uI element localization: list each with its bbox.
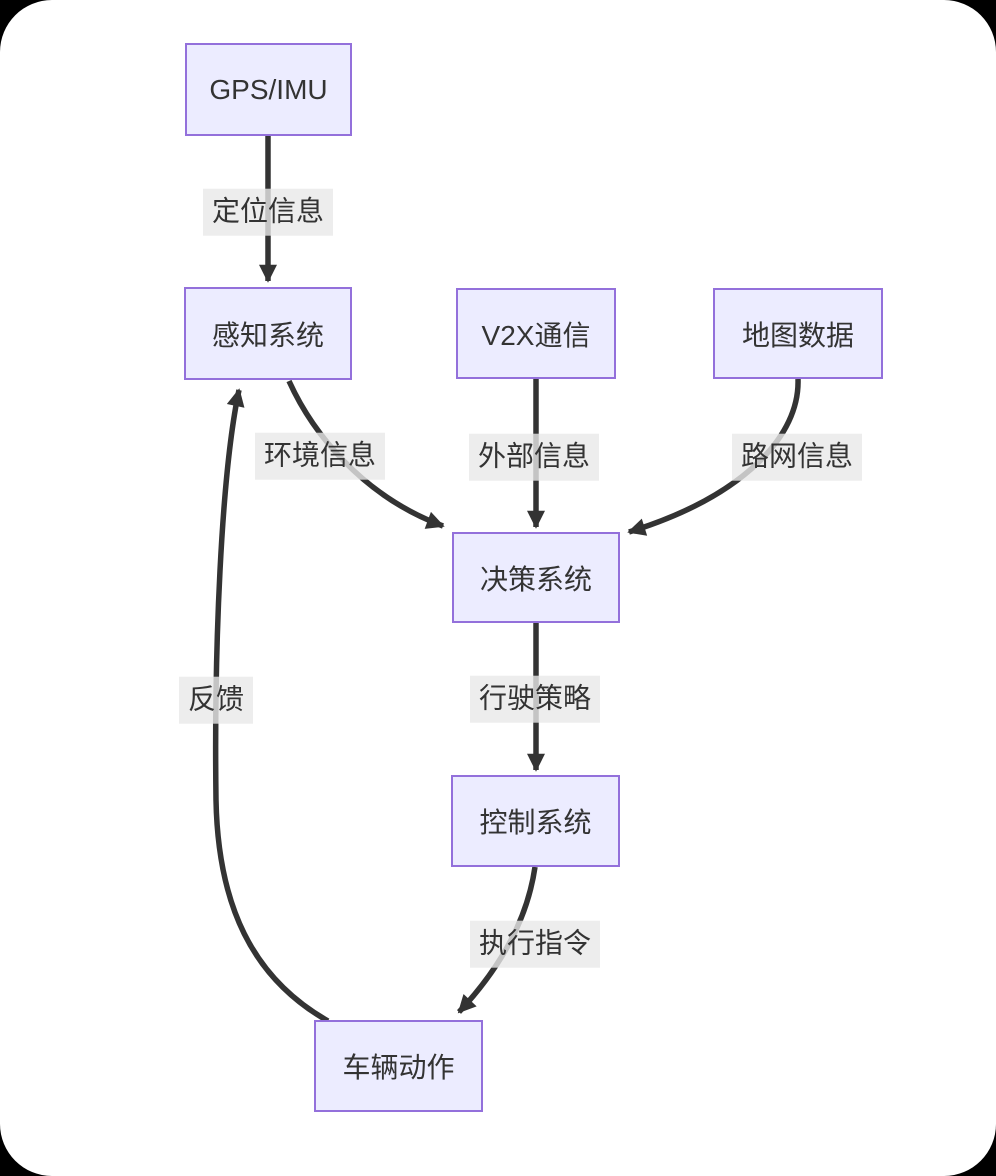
edge-label-environment-info: 环境信息 bbox=[254, 432, 386, 480]
node-label-map-data: 地图数据 bbox=[741, 319, 854, 351]
node-map-data: 地图数据 bbox=[713, 288, 883, 379]
node-control: 控制系统 bbox=[451, 775, 620, 867]
edge-label-execution-command: 执行指令 bbox=[469, 920, 601, 968]
node-label-gps-imu: GPS/IMU bbox=[209, 73, 328, 105]
edge-label-external-info: 外部信息 bbox=[468, 433, 600, 481]
edge-vehicle-to-perception-feedback bbox=[212, 388, 330, 1024]
edge-label-positioning-info: 定位信息 bbox=[202, 188, 334, 236]
node-label-v2x: V2X通信 bbox=[481, 319, 591, 351]
node-vehicle-action: 车辆动作 bbox=[314, 1020, 483, 1112]
node-v2x: V2X通信 bbox=[456, 288, 616, 379]
node-gps-imu: GPS/IMU bbox=[185, 43, 352, 136]
node-perception: 感知系统 bbox=[184, 287, 352, 380]
edge-label-driving-strategy: 行驶策略 bbox=[469, 675, 601, 723]
node-label-control: 控制系统 bbox=[479, 807, 592, 838]
node-label-vehicle-action: 车辆动作 bbox=[342, 1052, 455, 1083]
node-label-perception: 感知系统 bbox=[211, 319, 324, 351]
node-decision: 决策系统 bbox=[452, 532, 620, 623]
edge-label-road-network-info: 路网信息 bbox=[731, 433, 863, 481]
edge-label-feedback: 反馈 bbox=[178, 676, 254, 724]
node-label-decision: 决策系统 bbox=[479, 563, 592, 595]
